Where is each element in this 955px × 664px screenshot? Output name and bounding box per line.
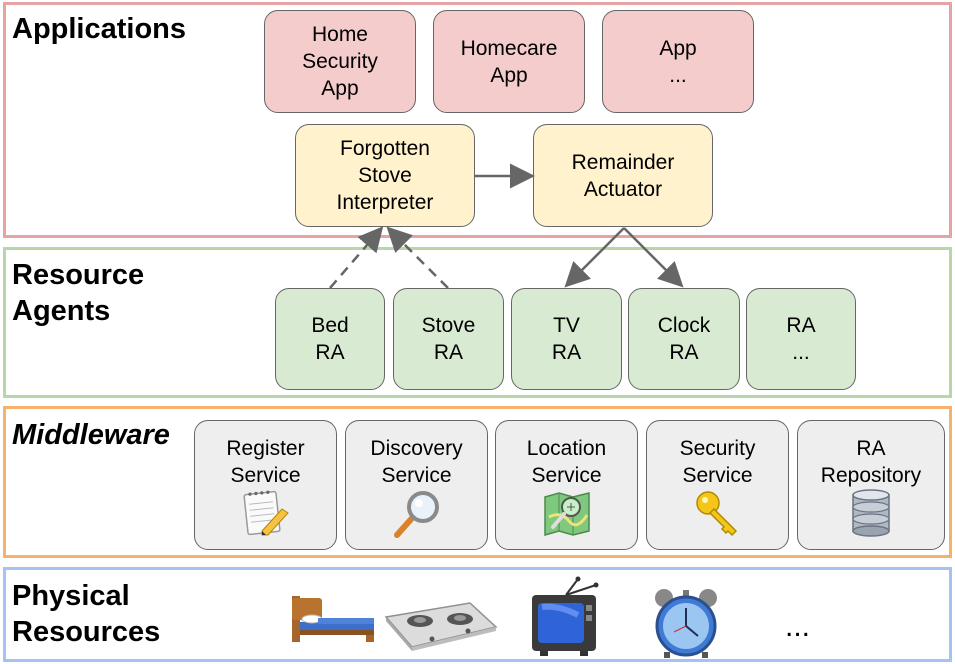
physical-more: ... — [785, 610, 811, 643]
clock-ra: Clock RA — [628, 288, 740, 390]
physical-resources-title: Physical Resources — [12, 580, 161, 648]
bed-ra: Bed RA — [275, 288, 385, 390]
stove-icon — [384, 602, 498, 651]
discovery-service: Discovery Service — [345, 420, 488, 550]
arrow-actuator-to-clock-ra — [623, 227, 684, 288]
key-icon — [695, 491, 737, 537]
remainder-actuator: Remainder Actuator — [533, 124, 713, 227]
applications-layer — [3, 2, 952, 238]
magnifier-icon — [393, 491, 439, 538]
map-icon — [543, 492, 590, 536]
database-icon — [852, 489, 890, 537]
security-service: Security Service — [646, 420, 789, 550]
tv-ra: TV RA — [511, 288, 622, 390]
arrow-actuator-to-tv-ra — [564, 227, 625, 288]
arrow-stove-ra-to-interpreter — [386, 226, 449, 289]
app-more: App ... — [602, 10, 754, 113]
app-homecare: Homecare App — [433, 10, 585, 113]
bed-icon — [292, 596, 374, 642]
applications-title: Applications — [12, 13, 187, 45]
register-service: Register Service — [194, 420, 337, 550]
arrow-bed-ra-to-interpreter — [329, 226, 384, 289]
middleware-layer — [3, 406, 952, 558]
middleware-title: Middleware — [12, 419, 170, 451]
app-home-security: Home Security App — [264, 10, 416, 113]
forgotten-stove-interpreter: Forgotten Stove Interpreter — [295, 124, 475, 227]
resource-agents-layer — [3, 247, 952, 398]
physical-resources-layer — [3, 567, 952, 662]
ra-more: RA ... — [746, 288, 856, 390]
notepad-pencil-icon — [242, 490, 289, 536]
ra-repository: RA Repository — [797, 420, 945, 550]
tv-icon — [532, 576, 599, 656]
alarm-clock-icon — [655, 589, 717, 658]
stove-ra: Stove RA — [393, 288, 504, 390]
location-service: Location Service — [495, 420, 638, 550]
resource-agents-title: Resource Agents — [12, 259, 145, 327]
